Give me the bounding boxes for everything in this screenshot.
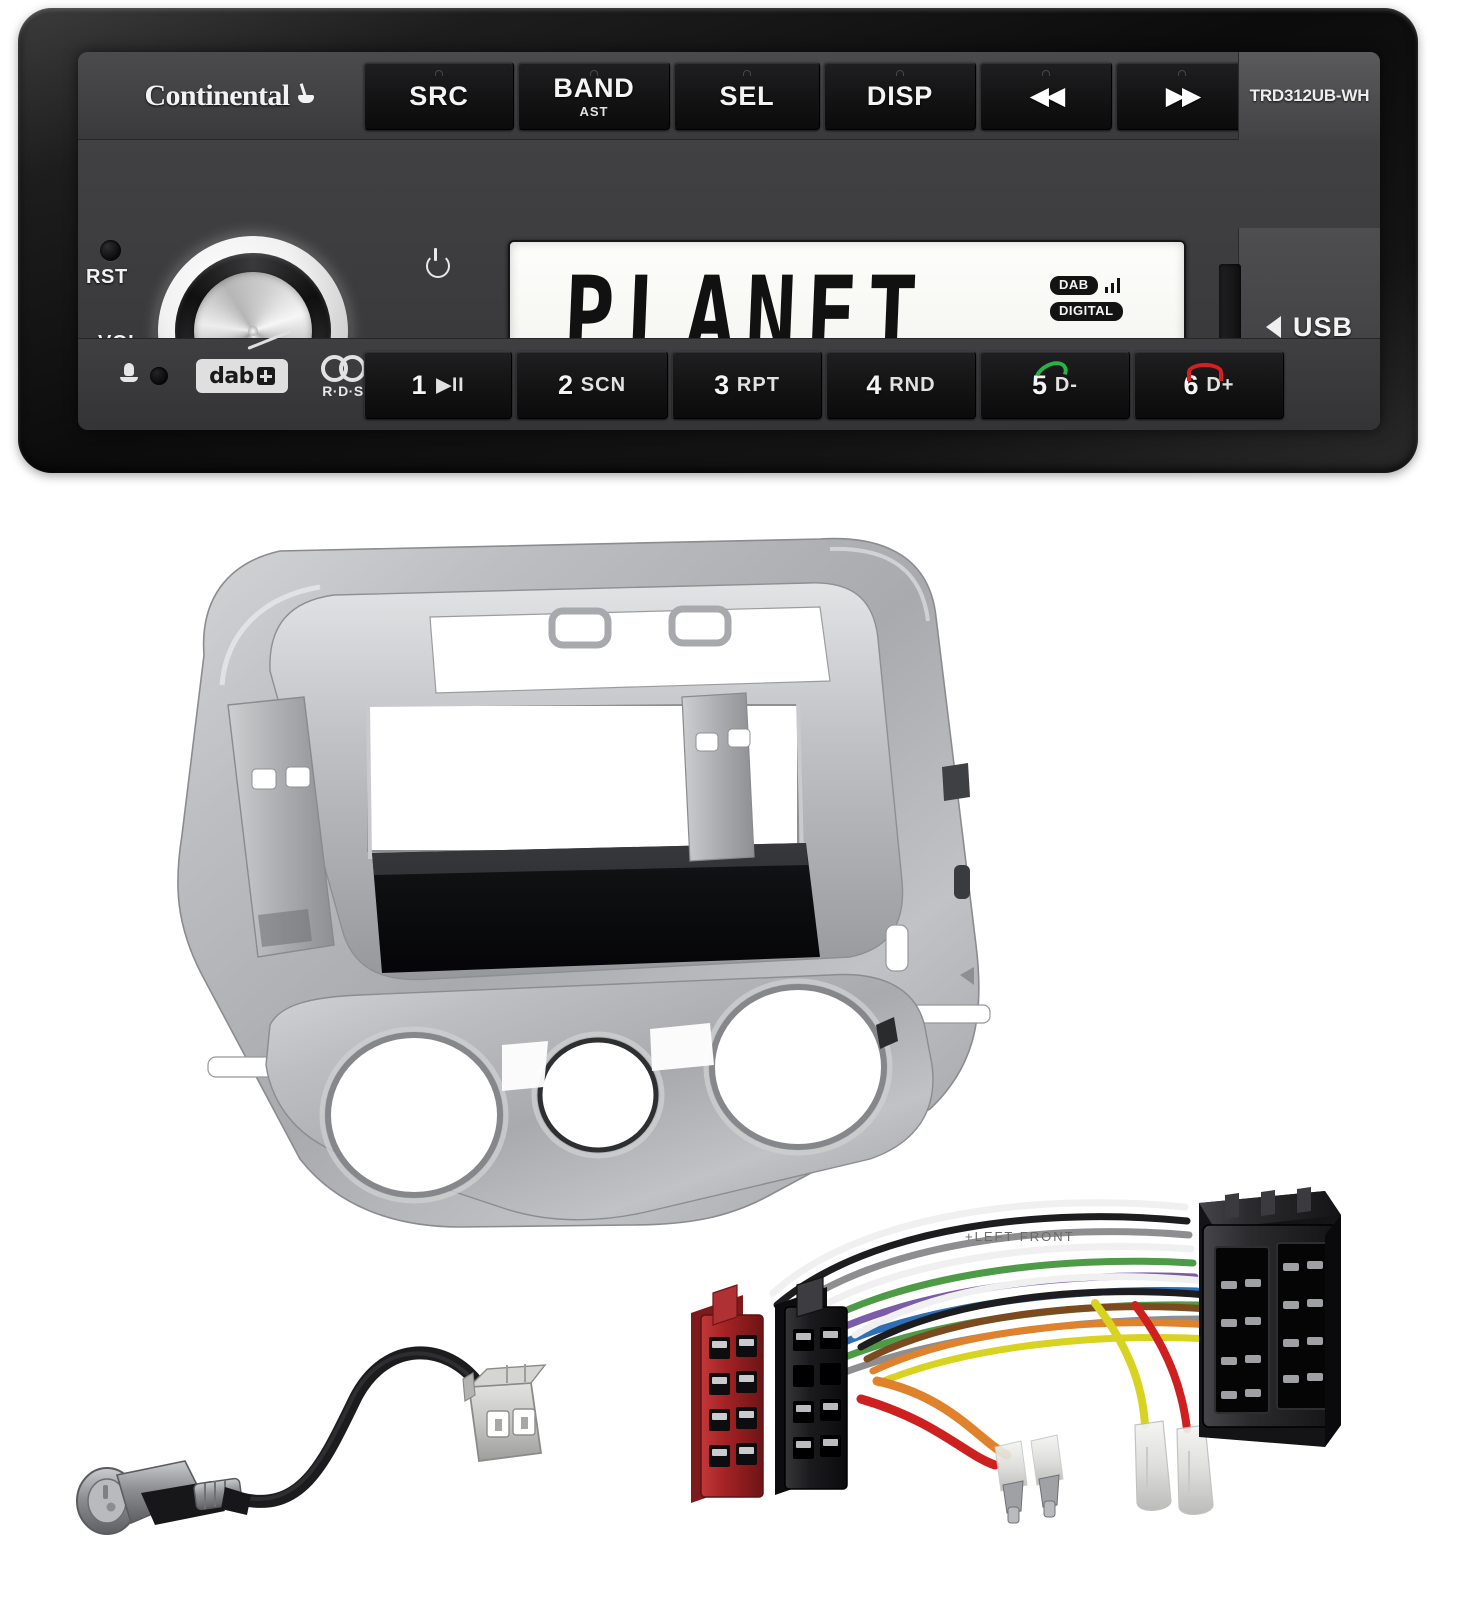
- stereo-faceplate: Continental SRC BAND AST SEL: [78, 52, 1380, 430]
- antenna-adapter: [55, 1325, 575, 1585]
- button-nub-icon: [1178, 70, 1186, 76]
- preset-2-function: SCN: [580, 374, 627, 396]
- preset-button-row: dab R·D·S 1 ▶II 2 SCN 3 RPT: [78, 329, 1380, 430]
- model-number-text: TRD312UB-WH: [1249, 86, 1370, 105]
- continental-horse-icon: [295, 83, 317, 109]
- microphone-icon: [120, 363, 138, 387]
- model-number-tag: TRD312UB-WH: [1238, 52, 1380, 140]
- top-button-row: Continental SRC BAND AST SEL: [78, 52, 1380, 140]
- src-label: SRC: [409, 80, 469, 111]
- dab-text: dab: [209, 363, 254, 389]
- dab-badge: DAB: [1050, 276, 1098, 295]
- bullet-connector-male-pair: [994, 1434, 1064, 1524]
- power-icon[interactable]: [424, 248, 450, 278]
- preset-4-number: 4: [866, 369, 883, 400]
- preset-4-function: RND: [889, 374, 936, 396]
- preset-2-number: 2: [557, 369, 574, 400]
- preset-3-function: RPT: [736, 374, 780, 396]
- dab-plus-logo: dab: [196, 329, 292, 393]
- button-nub-icon: [590, 70, 598, 76]
- iso-block-connector: [1199, 1187, 1341, 1447]
- preset-3-number: 3: [714, 369, 730, 400]
- signal-strength-icon: [1104, 277, 1121, 293]
- usb-arrow-icon: [1265, 316, 1281, 338]
- sel-label: SEL: [719, 80, 775, 111]
- disp-label: DISP: [866, 80, 934, 111]
- car-stereo-head-unit: Continental SRC BAND AST SEL: [18, 8, 1418, 473]
- digital-badge: DIGITAL: [1050, 301, 1123, 321]
- continental-logo: Continental: [108, 72, 353, 120]
- rewind-button[interactable]: ◀◀: [980, 62, 1112, 130]
- microphone-hole: [150, 367, 168, 385]
- fast-forward-icon: ▶▶: [1165, 81, 1201, 110]
- wiring-harness: +LEFT FRONT: [665, 1185, 1465, 1585]
- preset-4-button[interactable]: 4 RND: [826, 351, 976, 419]
- sel-button[interactable]: SEL: [674, 62, 820, 130]
- src-button[interactable]: SRC: [364, 62, 514, 130]
- preset-2-button[interactable]: 2 SCN: [516, 351, 668, 419]
- bullet-connector-female-pair: [1134, 1420, 1214, 1515]
- answer-call-icon: [1033, 361, 1063, 375]
- button-nub-icon: [435, 70, 443, 76]
- band-button[interactable]: BAND AST: [518, 62, 670, 130]
- band-label: BAND: [553, 72, 635, 103]
- fastforward-button[interactable]: ▶▶: [1116, 62, 1248, 130]
- iso-speaker-connector: [775, 1276, 848, 1495]
- rds-text: R·D·S: [322, 383, 364, 399]
- preset-1-function: ▶II: [436, 374, 465, 396]
- dab-plus-icon: [256, 367, 275, 385]
- brand-name: Continental: [144, 79, 290, 112]
- iso-power-connector: [691, 1284, 764, 1503]
- rds-logo: R·D·S: [306, 355, 380, 399]
- usb-label: USB: [1292, 311, 1353, 342]
- reset-label: RST: [86, 266, 128, 288]
- preset-1-number: 1: [411, 369, 428, 400]
- fascia-panel: [130, 505, 1030, 1295]
- wire-label-text: +LEFT FRONT: [965, 1229, 1075, 1244]
- display-indicator-group: DAB DIGITAL: [1050, 276, 1168, 321]
- end-call-icon: [1187, 361, 1223, 381]
- preset-5-button[interactable]: 5 D-: [980, 351, 1130, 419]
- preset-1-button[interactable]: 1 ▶II: [364, 351, 512, 419]
- reset-button[interactable]: [100, 240, 121, 261]
- display-and-knob-row: RST VOL + – 🔇 PLANET: [78, 140, 1380, 430]
- preset-3-button[interactable]: 3 RPT: [672, 351, 822, 419]
- disp-button[interactable]: DISP: [824, 62, 976, 130]
- rds-circles-icon: [320, 355, 366, 382]
- rewind-icon: ◀◀: [1029, 81, 1065, 110]
- button-nub-icon: [1042, 70, 1050, 76]
- preset-6-button[interactable]: 6 D+: [1134, 351, 1284, 419]
- ast-sublabel: AST: [579, 103, 609, 119]
- button-nub-icon: [896, 70, 904, 76]
- button-nub-icon: [743, 70, 751, 76]
